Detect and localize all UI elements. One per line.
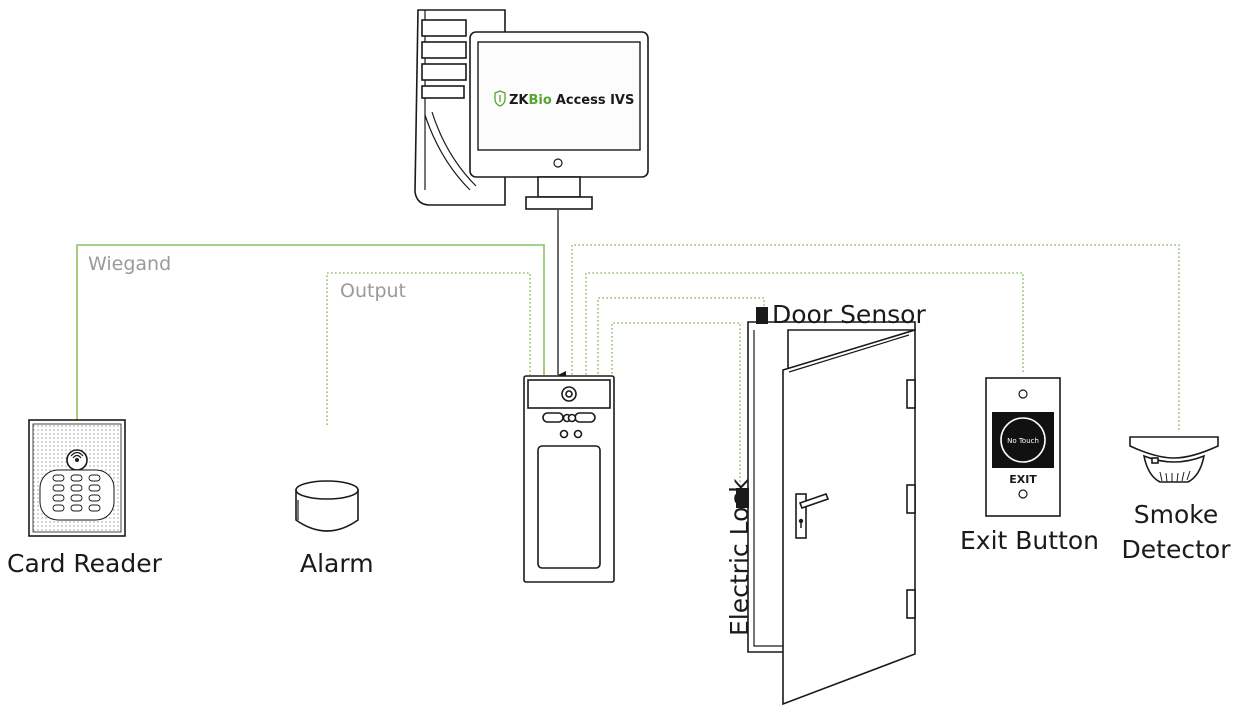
door-handle-icon [795, 492, 830, 539]
exit-button-tag: EXIT [1009, 473, 1037, 486]
door-sensor-wire [597, 297, 765, 375]
output-label: Output [340, 280, 406, 302]
wiegand-wire [76, 244, 545, 420]
card-reader-label: Card Reader [7, 549, 163, 578]
smoke-detector-wire [571, 244, 1180, 430]
exit-button-wire [585, 272, 1024, 375]
door-leaf [782, 328, 916, 706]
card-reader-keypad [52, 474, 101, 512]
electric-lock-block [736, 488, 749, 508]
exit-button-touch-ring [1000, 417, 1046, 463]
exit-button: No Touch EXIT [985, 377, 1061, 517]
card-reader [28, 419, 126, 537]
wireless-icon [70, 451, 84, 462]
alarm-label: Alarm [300, 549, 374, 578]
door-sensor-block [756, 307, 768, 324]
exit-button-label: Exit Button [960, 526, 1099, 555]
output-wire [326, 272, 531, 425]
door-frame [747, 321, 916, 653]
wiegand-label: Wiegand [88, 253, 171, 275]
face-recognition-terminal [523, 375, 615, 583]
electric-lock-label: Electric Lock [725, 478, 754, 636]
door-sensor-label: Door Sensor [772, 300, 926, 329]
zkbio-logo-icon [494, 90, 506, 107]
wiring [76, 210, 1180, 490]
smoke-detector [1129, 436, 1219, 483]
smoke-detector-label-line2: Detector [1122, 535, 1232, 564]
smoke-detector-label-line1: Smoke [1134, 500, 1219, 529]
smoke-detector-vents [1159, 470, 1191, 483]
alarm [295, 480, 359, 532]
exit-button-face-text: No Touch [1007, 437, 1039, 445]
door [736, 307, 916, 706]
electric-lock-wire [611, 322, 741, 490]
